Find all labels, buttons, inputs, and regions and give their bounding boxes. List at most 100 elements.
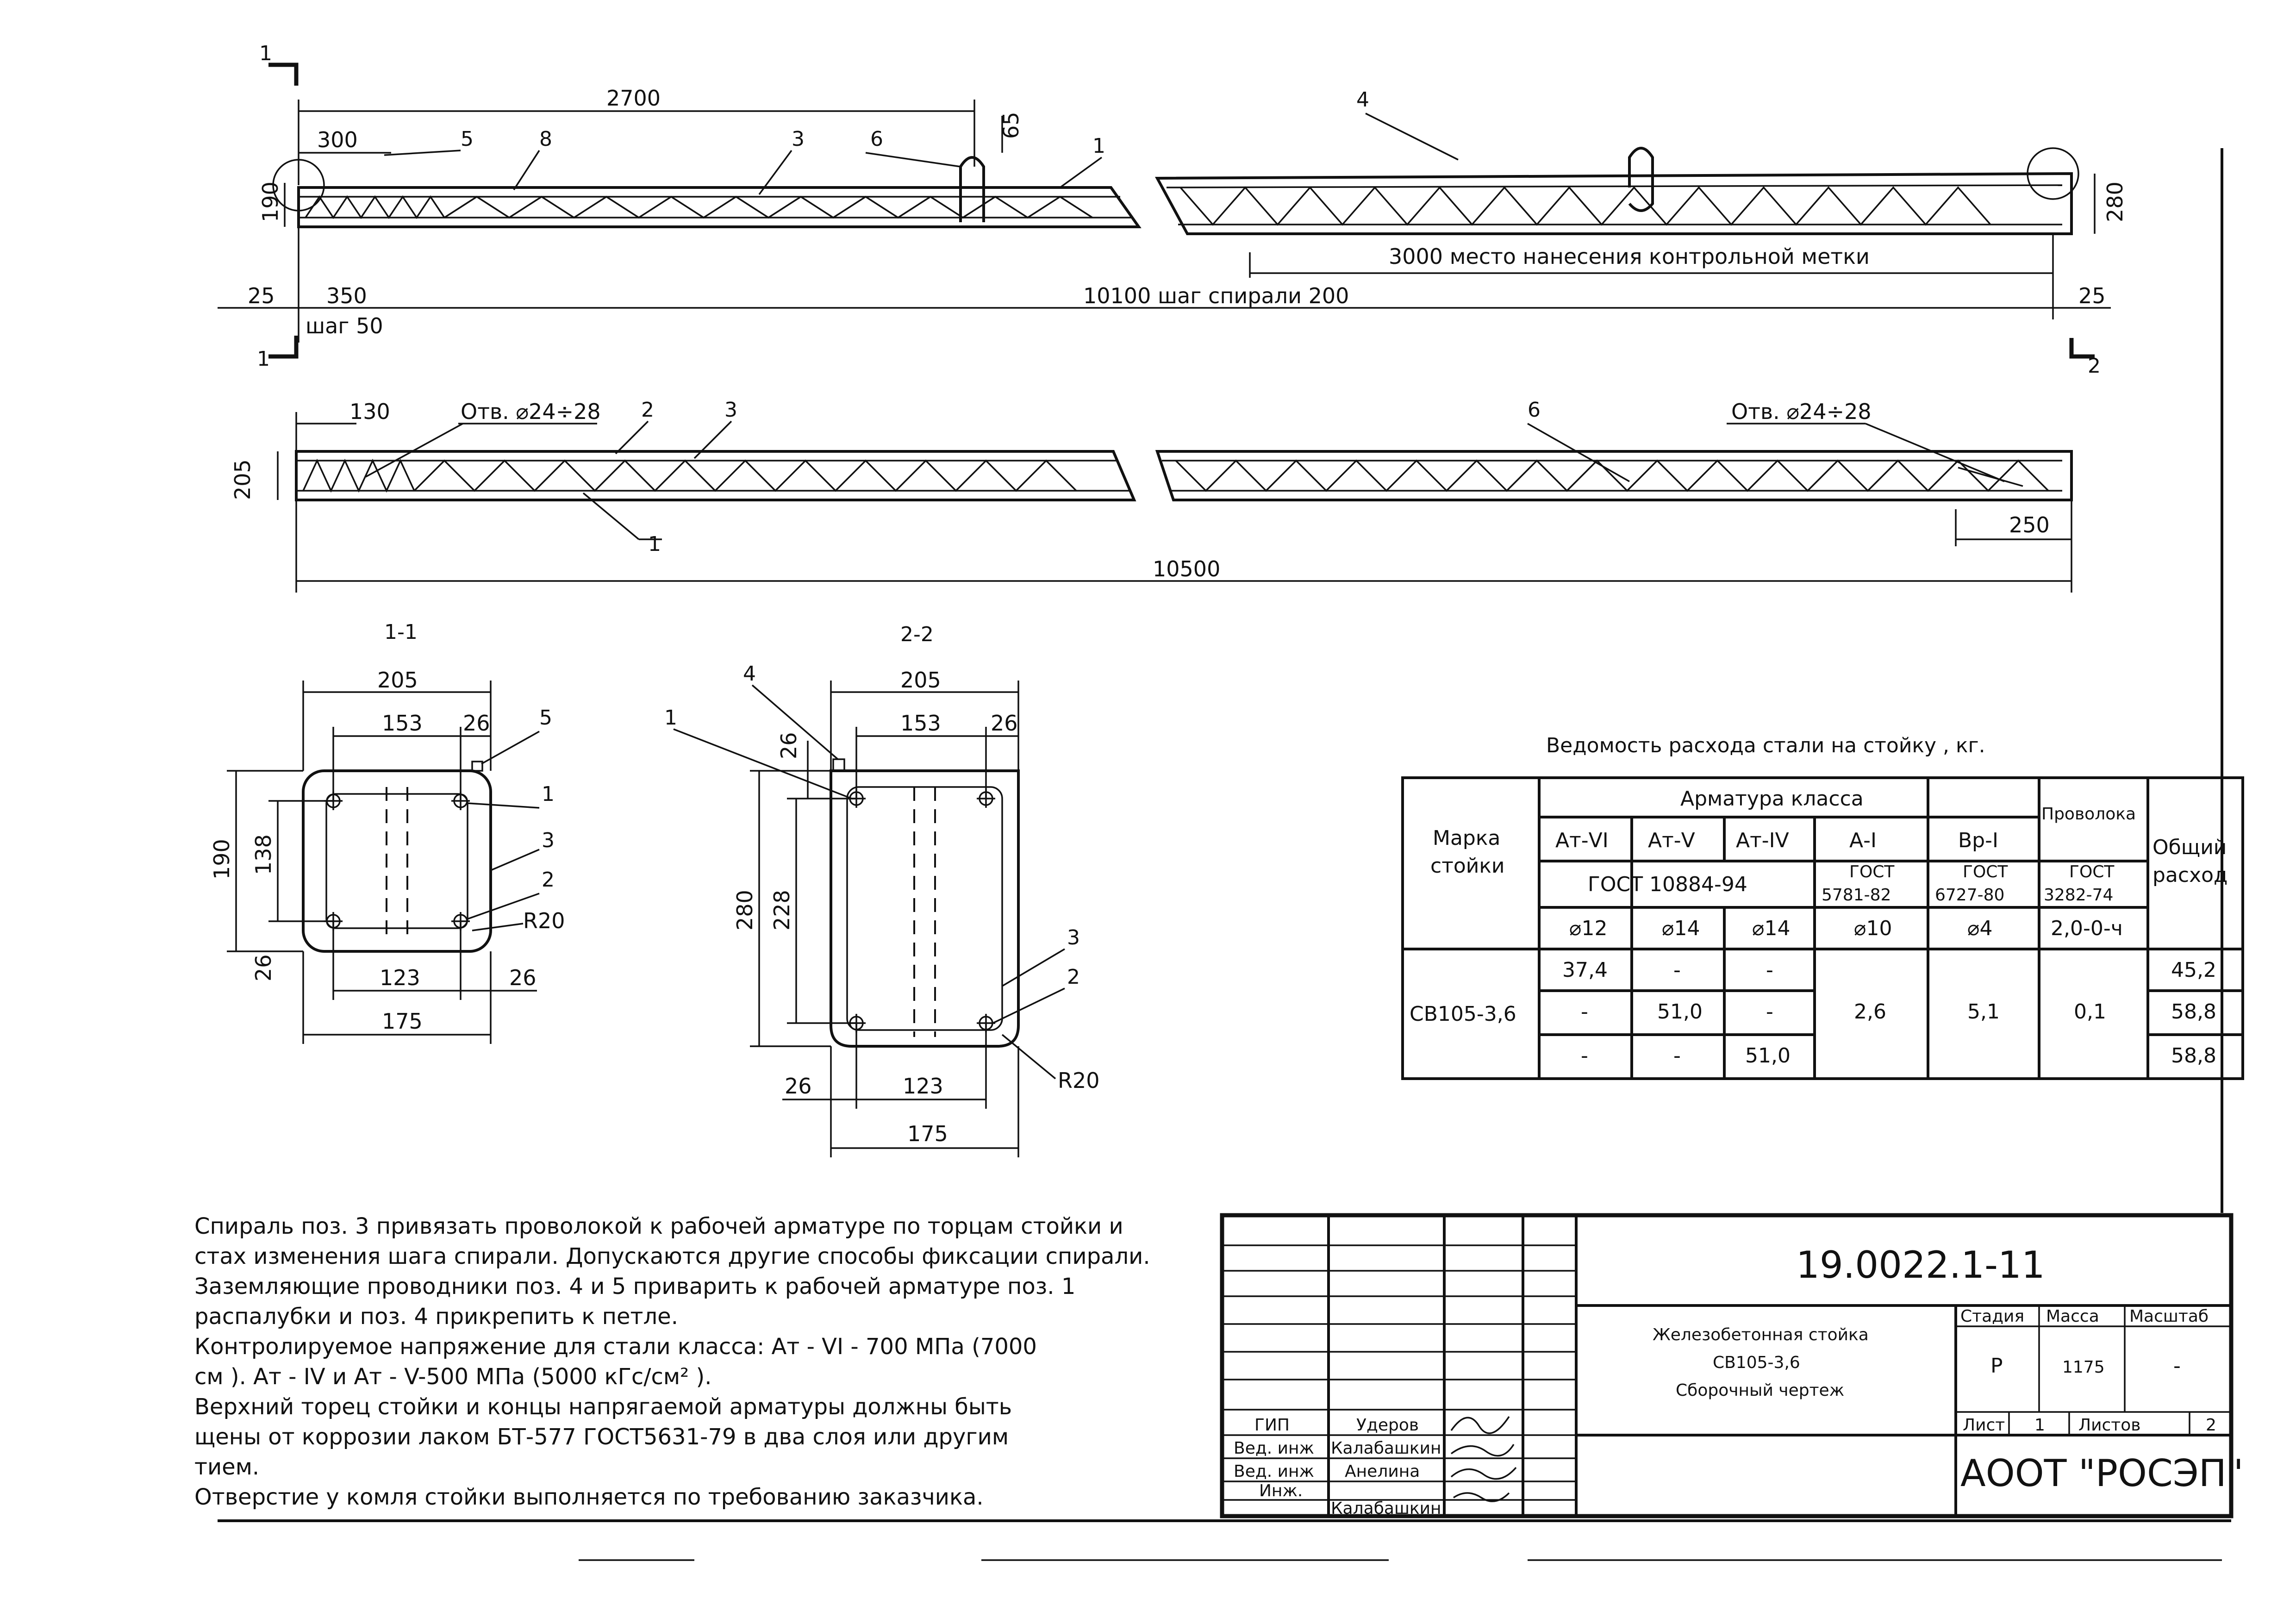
s22-dim-175: 175 — [907, 1121, 948, 1146]
s11-dim-26-left: 26 — [251, 954, 276, 981]
sheet-label: Лист — [1963, 1416, 2005, 1435]
s22-r20: R20 — [1058, 1068, 1100, 1093]
s22-dim-26-top: 26 — [991, 711, 1018, 736]
row2-c0: - — [1581, 1044, 1588, 1068]
dim-10500: 10500 — [1153, 556, 1220, 581]
gost-wire-line1: ГОСТ — [2069, 862, 2115, 881]
row2-c1: - — [1673, 1044, 1681, 1068]
section-mark-2-label: 2 — [2088, 354, 2101, 378]
s22-dim-228: 228 — [769, 890, 794, 931]
s11-dim-205: 205 — [377, 668, 418, 693]
role-3: Инж. — [1259, 1481, 1303, 1500]
class-at5: Ат-V — [1648, 829, 1695, 852]
wire-value: 0,1 — [2074, 1000, 2106, 1024]
role-2: Вед. инж — [1234, 1462, 1314, 1481]
scale-value: - — [2173, 1354, 2181, 1378]
note-line-8: щены от коррозии лаком БТ-577 ГОСТ5631-7… — [194, 1424, 1009, 1450]
signature-0 — [1450, 1416, 1510, 1434]
row1-c0: - — [1581, 1000, 1588, 1024]
class-a1: А-I — [1849, 829, 1877, 852]
drawing-code: 19.0022.1-11 — [1796, 1243, 2045, 1287]
gost-a1-line2: 5781-82 — [1822, 886, 1891, 905]
name-3: Калабашкин — [1331, 1499, 1441, 1518]
section-2-2: 2-2 205 153 26 26 280 228 — [664, 623, 1100, 1157]
dia-3: ⌀10 — [1854, 917, 1892, 940]
s11-pos-3: 3 — [542, 829, 555, 852]
s11-r20: R20 — [523, 908, 565, 933]
hole-right-label: Отв. ⌀24÷28 — [1731, 399, 1872, 424]
plan-view: 130 Отв. ⌀24÷28 Отв. ⌀24÷28 2 3 1 6 205 … — [230, 398, 2073, 593]
col-mark-line2: стойки — [1430, 854, 1505, 878]
detail-circle-right — [2027, 147, 2079, 200]
grounding-plate — [471, 761, 483, 772]
mark-value: СВ105-3,6 — [1410, 1002, 1516, 1026]
mass-header: Масса — [2046, 1307, 2099, 1326]
dim-190-elev: 190 — [258, 181, 283, 222]
title-line-1: Железобетонная стойка — [1653, 1325, 1869, 1344]
name-2: Анелина — [1345, 1462, 1420, 1481]
lifting-loop — [959, 156, 985, 222]
total-2: 58,8 — [2171, 1044, 2216, 1068]
beam-right-outline — [1154, 172, 2073, 235]
dia-4: ⌀4 — [1967, 917, 1992, 940]
name-0: Удеров — [1356, 1416, 1419, 1435]
s11-dim-190: 190 — [209, 839, 234, 880]
pos-1-elev: 1 — [1092, 134, 1105, 158]
vr1-value: 5,1 — [1967, 1000, 2000, 1024]
a1-value: 2,6 — [1854, 1000, 1886, 1024]
section-1-1: 1-1 205 153 26 190 138 26 — [209, 620, 565, 1044]
pos-6-plan: 6 — [1528, 398, 1541, 422]
stage-header: Стадия — [1960, 1307, 2024, 1326]
col-mark-line1: Марка — [1433, 826, 1500, 850]
s11-dim-175: 175 — [382, 1009, 423, 1034]
dia-5: 2,0-0-ч — [2051, 917, 2123, 940]
s22-pos-1: 1 — [664, 706, 677, 730]
s22-dim-26-vert: 26 — [776, 732, 801, 759]
total-header-line2: расход — [2152, 863, 2227, 887]
note-line-9: тием. — [194, 1454, 259, 1480]
mass-value: 1175 — [2062, 1358, 2105, 1377]
class-at6: Ат-VI — [1555, 829, 1609, 852]
spiral-truss-right — [1179, 186, 1991, 226]
wire-header: Проволока — [2041, 805, 2136, 824]
dim-130: 130 — [349, 399, 390, 424]
signature-2 — [1450, 1467, 1517, 1480]
row2-c2: 51,0 — [1745, 1044, 1791, 1068]
plan-spiral-left — [413, 459, 1077, 492]
note-line-10: Отверстие у комля стойки выполняется по … — [194, 1484, 984, 1510]
dia-1: ⌀14 — [1662, 917, 1700, 940]
note-line-5: Контролируемое напряжение для стали клас… — [194, 1334, 1037, 1360]
note-line-1: Спираль поз. 3 привязать проволокой к ра… — [194, 1213, 1123, 1239]
section-mark-1-bottom-label: 1 — [257, 347, 270, 371]
dim-250: 250 — [2009, 512, 2050, 537]
section-mark-1-bottom — [268, 336, 299, 359]
section-2-2-outline — [830, 769, 1020, 1048]
pos-3-plan: 3 — [724, 398, 737, 422]
row0-c0: 37,4 — [1562, 958, 1608, 982]
s11-pos-2: 2 — [542, 868, 555, 892]
note-line-7: Верхний торец стойки и концы напрягаемой… — [194, 1394, 1012, 1420]
s11-dim-123: 123 — [380, 965, 420, 990]
gost-vr1-line1: ГОСТ — [1963, 862, 2008, 881]
pos-4-elev: 4 — [1356, 88, 1369, 112]
note-line-3: Заземляющие проводники поз. 4 и 5 привар… — [194, 1274, 1075, 1299]
class-vr1: Вр-I — [1958, 829, 1998, 852]
total-header-line1: Общий — [2152, 836, 2227, 859]
row0-c2: - — [1766, 958, 1773, 982]
dim-10100: 10100 шаг спирали 200 — [1083, 283, 1349, 308]
s11-dim-26-right: 26 — [509, 965, 537, 990]
pos-5-elev: 5 — [461, 127, 474, 151]
gost-a1-line1: ГОСТ — [1849, 862, 1895, 881]
beam-left-outline — [297, 186, 1142, 228]
name-1: Калабашкин — [1331, 1439, 1441, 1458]
section-mark-2 — [2069, 338, 2095, 359]
organization: АООТ "РОСЭП" — [1960, 1452, 2244, 1495]
s11-pos-1: 1 — [542, 782, 555, 806]
section-1-1-title: 1-1 — [384, 620, 418, 644]
dia-2: ⌀14 — [1752, 917, 1790, 940]
notes-block: Спираль поз. 3 привязать проволокой к ра… — [194, 1213, 1150, 1510]
sheets-value: 2 — [2206, 1416, 2216, 1435]
gost-main: ГОСТ 10884-94 — [1588, 873, 1747, 896]
hole-left-label: Отв. ⌀24÷28 — [461, 399, 601, 424]
